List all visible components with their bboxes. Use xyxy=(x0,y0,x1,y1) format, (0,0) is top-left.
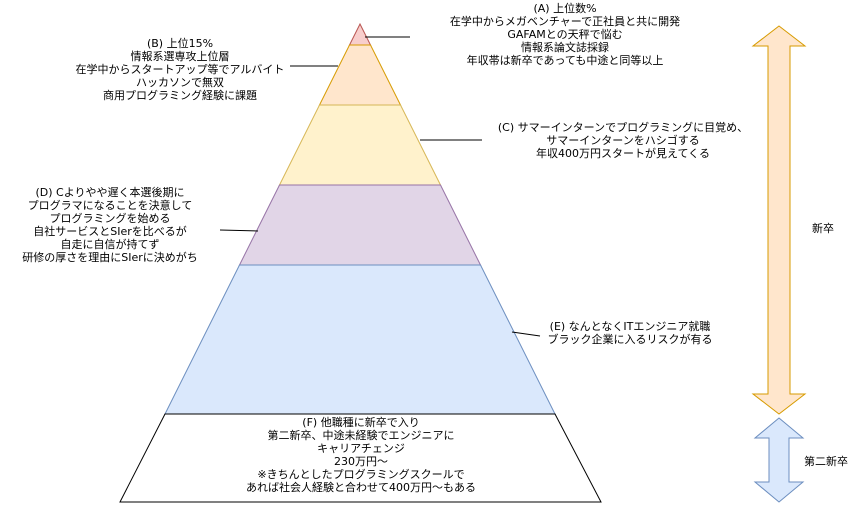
tier-f-shape xyxy=(119,413,602,503)
tier-a-shape xyxy=(348,22,372,46)
tier-a-line: 年収帯は新卒であっても中途と同等以上 xyxy=(466,54,664,67)
tier-a-line: (A) 上位数% xyxy=(533,2,597,15)
tier-c-line: 年収400万円スタートが見えてくる xyxy=(536,147,710,160)
tier-b-line: 在学中からスタートアップ等でアルバイト xyxy=(75,63,285,76)
tier-f-line: あれば社会人経験と合わせて400万円～もある xyxy=(246,481,476,494)
tier-d-line: 研修の厚さを理由にSIerに決めがち xyxy=(22,251,198,264)
tier-e-shape xyxy=(164,264,556,415)
tier-d-line: (D) Cよりやや遅く本選後期に xyxy=(35,186,185,199)
tier-e-label: (E) なんとなくITエンジニア就職 ブラック企業に入るリスクが有る xyxy=(530,320,730,346)
tier-a-label: (A) 上位数% 在学中からメガベンチャーで正社員と共に開発 GAFAMとの天秤… xyxy=(420,2,710,67)
tier-b-line: 情報系選専攻上位層 xyxy=(130,50,230,63)
tier-d-label: (D) Cよりやや遅く本選後期に プログラマになることを決意して プログラミング… xyxy=(6,186,214,264)
tier-f-line: 第二新卒、中途未経験でエンジニアに xyxy=(267,429,455,442)
tier-a-line: GAFAMとの天秤で悩む xyxy=(507,28,623,41)
tier-c-label: (C) サマーインターンでプログラミングに目覚め、 サマーインターンをハシゴする… xyxy=(478,121,768,160)
tier-d-line: 自走に自信が持てず xyxy=(60,238,160,251)
tier-b-label: (B) 上位15% 情報系選専攻上位層 在学中からスタートアップ等でアルバイト … xyxy=(52,37,308,102)
tier-d-line: プログラミングを始める xyxy=(49,212,171,225)
tier-f-line: ※きちんとしたプログラミングスクールで xyxy=(257,468,465,481)
tier-b-line: (B) 上位15% xyxy=(146,37,214,50)
dainishinsotsu-label: 第二新卒 xyxy=(804,455,848,468)
connector-e xyxy=(511,331,541,337)
tier-b-line: 商用プログラミング経験に課題 xyxy=(103,89,257,102)
tier-c-line: サマーインターンをハシゴする xyxy=(546,134,700,147)
tier-a-line: 情報系論文誌採録 xyxy=(521,41,609,54)
tier-f-label: (F) 他職種に新卒で入り 第二新卒、中途未経験でエンジニアに キャリアチェンジ… xyxy=(216,416,506,494)
shinsotsu-label: 新卒 xyxy=(812,222,834,235)
tier-d-shape xyxy=(238,184,482,266)
tier-c-line: (C) サマーインターンでプログラミングに目覚め、 xyxy=(497,121,749,134)
shinsotsu-double-arrow xyxy=(751,25,807,415)
tier-f-line: 230万円～ xyxy=(334,455,388,468)
dainishinsotsu-double-arrow xyxy=(753,417,805,503)
tier-d-line: プログラマになることを決意して xyxy=(27,199,193,212)
tier-b-line: ハッカソンで無双 xyxy=(136,76,224,89)
tier-e-line: ブラック企業に入るリスクが有る xyxy=(547,333,713,346)
tier-d-line: 自社サービスとSIerを比べるが xyxy=(33,225,187,238)
tier-b-shape xyxy=(318,44,402,106)
connector-d xyxy=(219,229,259,232)
tier-f-line: (F) 他職種に新卒で入り xyxy=(302,416,420,429)
tier-e-line: (E) なんとなくITエンジニア就職 xyxy=(549,320,711,333)
tier-c-shape xyxy=(278,104,442,186)
tier-a-line: 在学中からメガベンチャーで正社員と共に開発 xyxy=(449,15,681,28)
tier-f-line: キャリアチェンジ xyxy=(317,442,405,455)
